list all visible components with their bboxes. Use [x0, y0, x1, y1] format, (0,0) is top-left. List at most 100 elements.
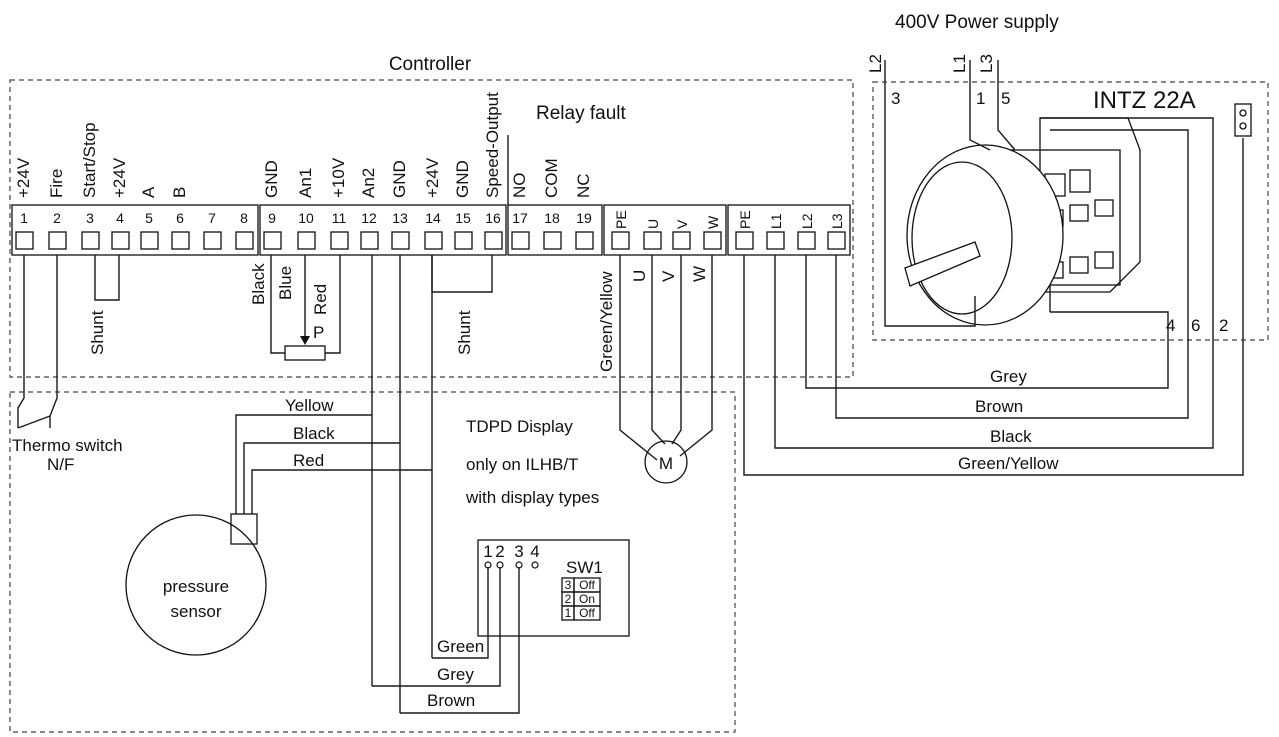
terminal-number-18: 18 — [544, 210, 560, 226]
display-wire-label-grey: Grey — [437, 665, 474, 684]
pot-label: P — [313, 323, 324, 342]
power-line-l1 — [969, 60, 991, 151]
sw1-row-num-1: 1 — [565, 606, 572, 620]
sw1-label: SW1 — [566, 558, 603, 577]
thermo-switch-label: Thermo switch — [12, 436, 123, 455]
terminal-8 — [235, 231, 254, 250]
terminal-number-12: 12 — [361, 210, 377, 226]
pot-wire-red — [325, 255, 341, 354]
supply-terminal-pe — [735, 231, 754, 250]
terminal-number-6: 6 — [176, 210, 184, 226]
switch-out-4-run — [1050, 311, 1169, 334]
sw1-row-state-cell-1 — [573, 605, 601, 621]
thermo-contact — [17, 415, 51, 429]
switch-num-5: 5 — [1001, 89, 1010, 108]
terminal-11 — [330, 231, 349, 250]
motor — [644, 440, 688, 484]
display-wire-label-brown: Brown — [427, 691, 475, 710]
terminal-3 — [81, 231, 100, 250]
motor-terminal-label-pe: PE — [613, 210, 629, 229]
pressure-sensor-port — [230, 513, 258, 545]
supply-terminal-l1 — [766, 231, 785, 250]
motor-wire-v — [671, 255, 682, 445]
pot-wiper-arrow — [300, 336, 310, 345]
supply-terminal-label-l1: L1 — [768, 213, 784, 229]
thermo-switch-nf: N/F — [47, 455, 74, 474]
switch-box — [872, 81, 1269, 341]
terminal-block-3 — [507, 204, 603, 256]
switch-model-title: INTZ 22A — [1093, 87, 1196, 114]
terminal-signal-14: +24V — [423, 157, 442, 198]
terminal-signal-10: An1 — [296, 168, 315, 198]
thermo-wire-1 — [17, 255, 25, 428]
terminal-number-14: 14 — [425, 210, 441, 226]
motor-wire-label-u: U — [630, 270, 649, 282]
display-pin-number-2: 2 — [495, 542, 504, 561]
power-supply-title: 400V Power supply — [895, 12, 1059, 33]
supply-terminal-label-l2: L2 — [799, 213, 815, 229]
terminal-signal-12: An2 — [359, 168, 378, 198]
motor-terminal-label-v: V — [674, 219, 690, 229]
sensor-wire-label-black: Black — [293, 424, 335, 443]
terminal-block-2 — [259, 204, 507, 256]
terminal-signal-17: NO — [510, 173, 529, 199]
sensor-wire-yellow — [235, 414, 372, 514]
terminal-number-16: 16 — [485, 210, 501, 226]
terminal-signal-13: GND — [390, 160, 409, 198]
motor-label: M — [659, 454, 673, 473]
terminal-block-supply — [727, 204, 851, 256]
terminal-number-10: 10 — [298, 210, 314, 226]
supply-terminal-l3 — [827, 231, 846, 250]
terminal-signal-1: +24V — [14, 157, 33, 198]
display-pin-4 — [531, 561, 539, 569]
shunt-14-16 — [431, 255, 493, 293]
terminal-number-9: 9 — [268, 210, 276, 226]
terminal-10 — [297, 231, 316, 250]
terminal-signal-15: GND — [453, 160, 472, 198]
terminal-number-3: 3 — [86, 210, 94, 226]
display-wire-grey — [372, 567, 501, 687]
terminal-number-13: 13 — [392, 210, 408, 226]
terminal-signal-2: Fire — [47, 169, 66, 198]
terminal-number-11: 11 — [332, 210, 347, 226]
supply-wire-green-yellow — [743, 138, 1244, 476]
motor-terminal-label-w: W — [705, 215, 721, 229]
terminal-number-2: 2 — [53, 210, 61, 226]
terminal-number-15: 15 — [455, 210, 471, 226]
motor-terminal-pe — [611, 231, 630, 250]
wire-label-blue: Blue — [276, 266, 295, 300]
shunt-label-1: Shunt — [88, 310, 107, 355]
terminal-signal-6: B — [170, 187, 189, 198]
sw1-row-state-1: Off — [579, 606, 595, 620]
motor-terminal-w — [703, 231, 722, 250]
pressure-sensor-label-1: pressure — [163, 577, 229, 596]
sensor-wire-label-yellow: Yellow — [285, 396, 334, 415]
supply-wire-black — [774, 117, 1214, 449]
terminal-1 — [15, 231, 34, 250]
power-line-label-l2: L2 — [866, 54, 885, 73]
display-pin-number-4: 4 — [530, 542, 539, 561]
motor-wire-label-w: W — [690, 266, 709, 282]
pressure-sensor — [125, 514, 267, 656]
display-pin-number-3: 3 — [514, 542, 523, 561]
shunt-3-4 — [94, 255, 120, 301]
terminal-signal-5: A — [139, 186, 158, 198]
motor-wire-label-v: V — [659, 270, 678, 282]
supply-terminal-l2 — [797, 231, 816, 250]
terminal-18 — [543, 231, 562, 250]
supply-wire-label-black: Black — [990, 427, 1032, 446]
motor-wire-pe — [619, 255, 658, 461]
terminal-signal-9: GND — [262, 160, 281, 198]
earth-terminal — [1234, 103, 1252, 137]
terminal-number-1: 1 — [20, 210, 28, 226]
terminal-signal-11: +10V — [329, 157, 348, 198]
switch-num-1: 1 — [976, 89, 985, 108]
terminal-4 — [111, 231, 130, 250]
terminal-signal-3: Start/Stop — [80, 122, 99, 198]
motor-terminal-u — [643, 231, 662, 250]
switch-num-6: 6 — [1191, 316, 1200, 335]
